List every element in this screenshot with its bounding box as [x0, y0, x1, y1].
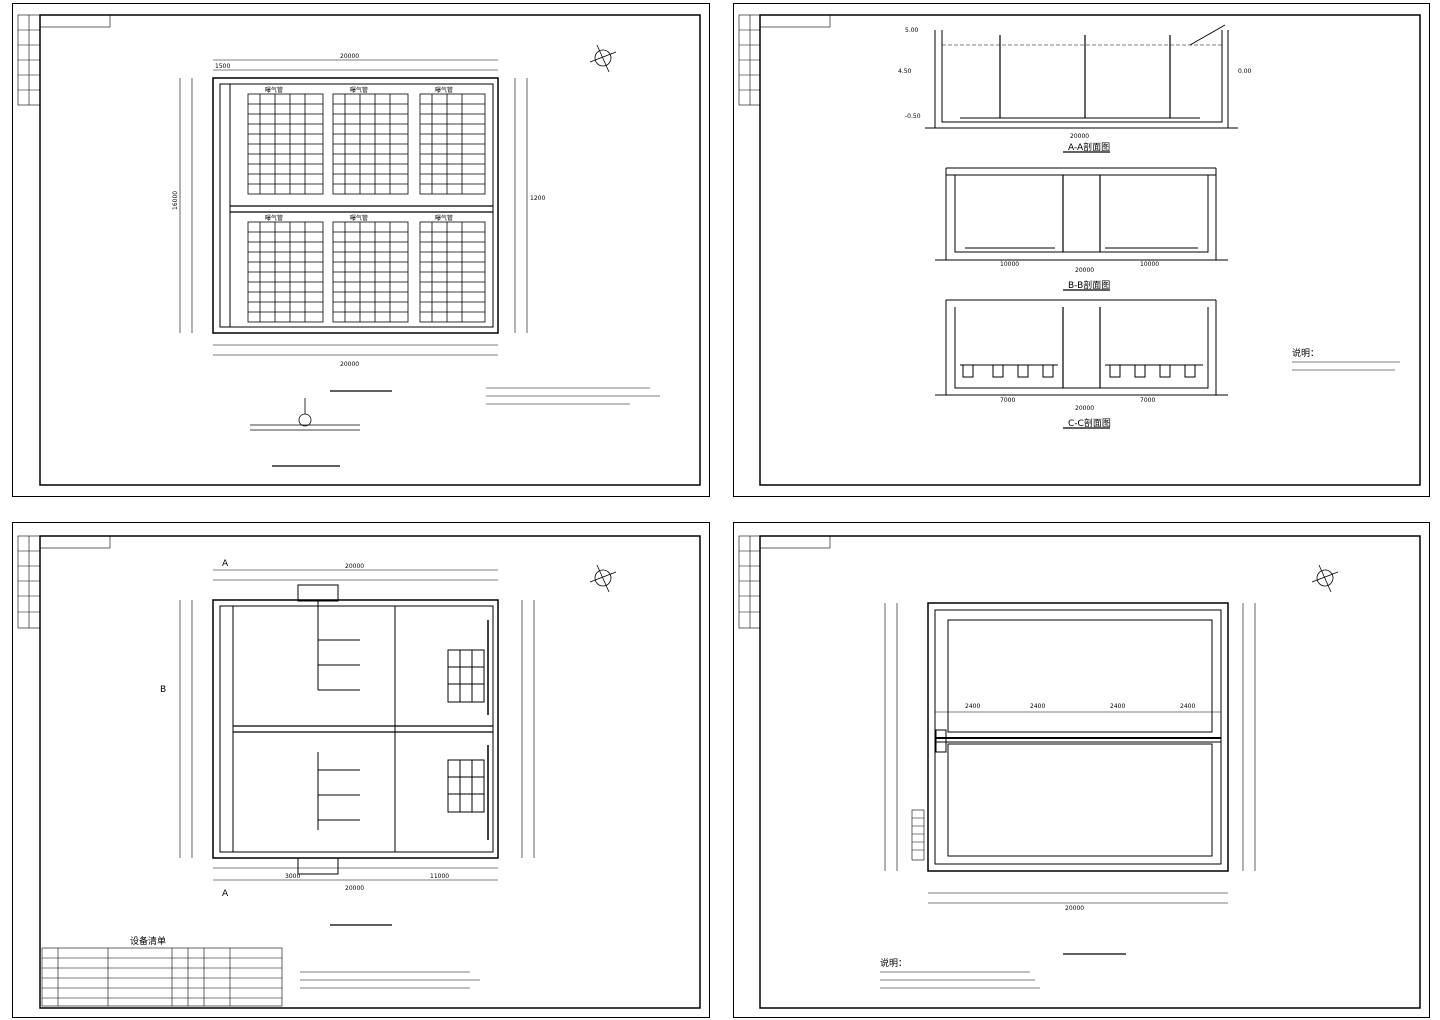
sheet2-title-strip: [738, 14, 831, 106]
drawing-sheet-aeration-plan: [12, 3, 710, 497]
sheet2-level-top: 5.00: [905, 27, 919, 34]
sheet4-dim-span-4: 2400: [1180, 703, 1195, 710]
sheet3-equipment-table-title: 设备清单: [130, 935, 166, 947]
sheet2-title-section-bb: B-B剖面图: [1068, 279, 1110, 291]
sheet1-section-label-1: 曝气管: [265, 86, 283, 94]
sheet3-notes: [300, 971, 480, 989]
sheet3-dim-left: 3000: [285, 873, 300, 880]
sheet1-section-label-5: 曝气管: [350, 214, 368, 222]
sheet2-dim-b-left: 10000: [1000, 261, 1019, 268]
sheet3-section-mark-b: B: [160, 685, 166, 695]
sheet1-diffuser-grid-top: [247, 93, 486, 195]
sheet4-tank-plan: [911, 602, 1229, 872]
sheet3-dimensions: [179, 569, 535, 881]
sheet4-notes: [880, 971, 1040, 989]
sheet3-dim-overall-width: 20000: [345, 563, 364, 570]
sheet2-section-bb: [935, 167, 1228, 261]
sheet4-inner-frame: [759, 535, 1421, 1009]
sheet2-level-bottom: -0.50: [905, 113, 921, 120]
sheet2-dim-b-width: 20000: [1075, 267, 1094, 274]
sheet3-tank-plan: [212, 584, 499, 875]
sheet1-tank-outline: [212, 77, 499, 334]
sheet1-dim-top-left: 1500: [215, 63, 230, 70]
drawing-sheet-air-pipe-plan: [733, 522, 1430, 1018]
sheet2-notes: [1292, 361, 1400, 371]
sheet1-title-strip: [17, 14, 111, 106]
sheet4-dimensions: [884, 603, 1256, 904]
sheet1-section-label-4: 曝气管: [265, 214, 283, 222]
drawing-sheet-equipment-plan: [12, 522, 710, 1018]
sheet1-north-arrow: [589, 44, 617, 73]
sheet3-section-mark-a-bottom: A: [222, 889, 229, 899]
drawing-sheet-sections: [733, 3, 1430, 497]
sheet3-section-mark-a-top: A: [222, 559, 229, 569]
sheet2-level-ground: 0.00: [1238, 68, 1252, 75]
sheet1-section-label-6: 曝气管: [435, 214, 453, 222]
sheet1-diffuser-detail: [250, 398, 360, 467]
sheet2-dim-b-right: 10000: [1140, 261, 1159, 268]
sheet2-title-section-aa: A-A剖面图: [1068, 141, 1110, 153]
sheet1-inner-frame: [39, 14, 701, 486]
sheet3-dim-bottom-width: 20000: [345, 885, 364, 892]
sheet2-title-section-cc: C-C剖面图: [1068, 417, 1111, 429]
sheet2-dim-c-left: 7000: [1000, 397, 1015, 404]
sheet1-dim-overall-width: 20000: [340, 53, 359, 60]
sheet4-dim-span-3: 2400: [1110, 703, 1125, 710]
sheet2-notes-header: 说明：: [1292, 347, 1319, 359]
sheet1-dimensions: [179, 59, 528, 356]
sheet1-dim-bottom-width: 20000: [340, 361, 359, 368]
sheet1-notes: [486, 387, 660, 405]
sheet3-north-arrow: [589, 564, 617, 593]
sheet1-section-label-2: 曝气管: [350, 86, 368, 94]
sheet3-equipment-table: [41, 947, 283, 1007]
sheet1-dim-overall-height: 16000: [172, 191, 179, 210]
sheet1-section-label-3: 曝气管: [435, 86, 453, 94]
sheet1-diffuser-grid-bottom: [247, 221, 486, 323]
sheet2-level-water: 4.50: [898, 68, 912, 75]
sheet3-dim-right: 11000: [430, 873, 449, 880]
sheet4-dim-span-2: 2400: [1030, 703, 1045, 710]
sheet3-title-strip: [17, 535, 111, 629]
sheet3-inner-frame: [39, 535, 701, 1009]
sheet2-dim-a-width: 20000: [1070, 133, 1089, 140]
sheet2-dim-c-right: 7000: [1140, 397, 1155, 404]
sheet4-dim-overall-width: 20000: [1065, 905, 1084, 912]
sheet4-title-strip: [738, 535, 831, 629]
sheet4-notes-header: 说明：: [880, 957, 907, 969]
sheet1-dim-side-right: 1200: [530, 195, 545, 202]
sheet4-dim-span-1: 2400: [965, 703, 980, 710]
sheet4-north-arrow: [1311, 564, 1339, 593]
sheet2-section-aa: [925, 24, 1238, 129]
sheet2-inner-frame: [759, 14, 1421, 486]
sheet2-section-cc: [935, 299, 1228, 396]
sheet2-dim-c-width: 20000: [1075, 405, 1094, 412]
